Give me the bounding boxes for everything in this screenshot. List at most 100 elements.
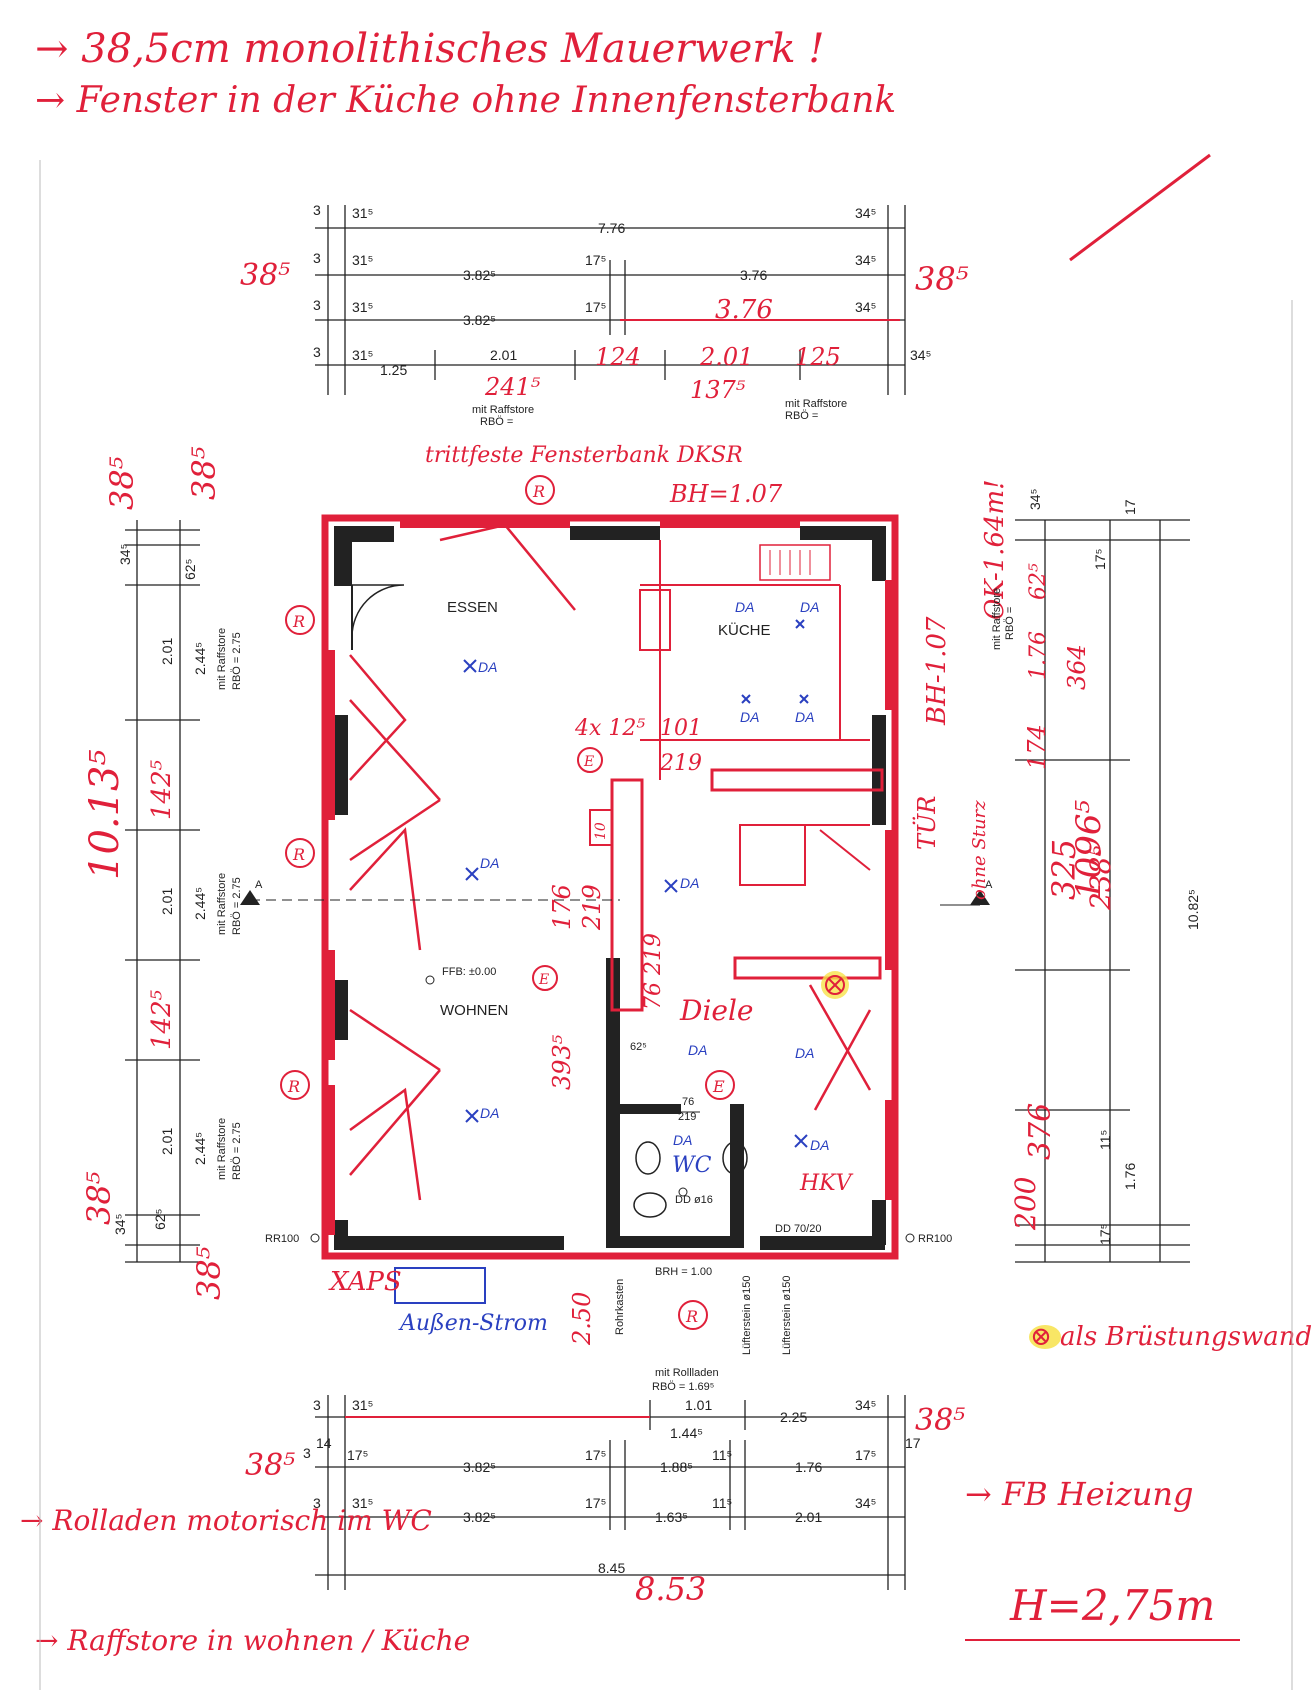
svg-text:R: R	[287, 1077, 300, 1096]
svg-text:176: 176	[548, 884, 576, 930]
right-red-238: 238⁵	[1084, 845, 1117, 911]
svg-text:E: E	[538, 972, 549, 988]
left-total: 10.13⁵	[82, 749, 128, 880]
left-dimension-chains	[125, 520, 200, 1263]
top-dim-1-d: 34⁵	[855, 205, 876, 221]
note-heizung: → FB Heizung	[965, 1475, 1194, 1513]
bottom-dim-2-a: 3	[303, 1445, 311, 1461]
bottom-dim-2-i: 17⁵	[855, 1447, 876, 1463]
right-total: 10.82⁵	[1185, 889, 1201, 930]
right-red-total: 1096⁵	[1069, 799, 1109, 900]
svg-text:E: E	[583, 754, 594, 770]
top-dim-2-d: 17⁵	[585, 252, 606, 268]
left-red-142-b: 142⁵	[147, 989, 177, 1050]
right-red-364: 364	[1063, 644, 1091, 690]
svg-text:R: R	[532, 482, 545, 501]
svg-text:A: A	[255, 879, 263, 891]
left-bot-345: 34⁵	[112, 1214, 128, 1235]
bottom-dim-2-j: 17	[905, 1435, 921, 1451]
da-kueche-2: DA	[800, 599, 819, 615]
top-red-201: 2.01	[699, 343, 753, 371]
bottom-total: 8.45	[598, 1560, 625, 1576]
left-top-625: 62⁵	[182, 559, 198, 580]
bottom-dim-1-a: 3	[313, 1397, 321, 1413]
svg-text:10: 10	[593, 822, 609, 840]
right-raffstore: mit Raffstore	[991, 588, 1003, 650]
bottom-dim-1b: 1.44⁵	[670, 1425, 703, 1441]
top-dim-1-a: 3	[313, 202, 321, 218]
da-wc: DA	[673, 1132, 692, 1148]
bottom-red-250: 2.50	[568, 1292, 596, 1346]
room-kueche: KÜCHE	[718, 621, 771, 639]
room-essen: ESSEN	[447, 599, 498, 616]
raffstore-top-right-2: RBÖ =	[785, 410, 818, 422]
svg-text:38⁵: 38⁵	[185, 446, 223, 500]
left-red-142-a: 142⁵	[147, 759, 177, 820]
rohrkasten: Rohrkasten	[614, 1279, 626, 1335]
top-dim-1-c: 7.76	[598, 220, 625, 236]
top-dim-3-d: 17⁵	[585, 299, 606, 315]
right-rbo: RBÖ =	[1004, 607, 1016, 640]
da-kueche-3: DA	[740, 709, 759, 725]
wc-label: WC	[672, 1153, 712, 1178]
raffstore-top-left-2: RBÖ =	[480, 416, 513, 428]
right-ok: OK-1.64m!	[980, 479, 1010, 620]
bottom-red-38-right: 38⁵	[915, 1403, 965, 1438]
bottom-dim-2-g: 11⁵	[712, 1447, 732, 1463]
left-seg2: 2.01	[159, 888, 175, 915]
hkv-label: HKV	[799, 1171, 854, 1196]
top-red-376: 3.76	[715, 295, 773, 325]
left-bot-625: 62⁵	[152, 1209, 168, 1230]
top-dim-3-b: 31⁵	[352, 299, 373, 315]
note-kitchen-window: → Fenster in der Küche ohne Innenfenster…	[35, 80, 896, 121]
right-d17: 17	[1122, 499, 1138, 515]
top-dimension-chains	[315, 205, 906, 395]
room-diele: Diele	[679, 994, 754, 1027]
svg-text:XAPS: XAPS	[328, 1267, 402, 1297]
svg-text:R: R	[292, 845, 305, 864]
kitchen-window-note: trittfeste Fensterbank DKSR	[425, 443, 743, 468]
left-raffstore-2: mit Raffstore	[216, 873, 228, 935]
top-dim-3-f: 34⁵	[855, 299, 876, 315]
dd70-label: DD 70/20	[775, 1223, 821, 1235]
note-hoehe: H=2,75m	[1009, 1581, 1215, 1630]
left-rbo-1: RBÖ = 2.75	[231, 632, 243, 690]
top-red-125: 125	[795, 343, 841, 371]
svg-text:393⁵: 393⁵	[548, 1034, 576, 1090]
right-red-200: 200	[1009, 1177, 1042, 1231]
left-seg3b: 2.44⁵	[192, 1132, 208, 1165]
svg-text:R: R	[292, 612, 305, 631]
bottom-dim-3-f: 11⁵	[712, 1495, 732, 1511]
bottom-dim-2-h: 1.76	[795, 1459, 822, 1475]
bottom-dim-1-d: 2.25	[780, 1409, 807, 1425]
bottom-dim-3-d: 17⁵	[585, 1495, 606, 1511]
ffb-level: FFB: ±0.00	[442, 966, 496, 978]
top-dim-4-c: 1.25	[380, 362, 407, 378]
left-raffstore-3: mit Raffstore	[216, 1118, 228, 1180]
da-kueche-4: DA	[795, 709, 814, 725]
right-d115: 11⁵	[1097, 1130, 1113, 1150]
dd16-label: DD ø16	[675, 1194, 713, 1206]
ceiling-light-markers: DA DA DA DA DA DA DA DA DA DA DA DA	[463, 599, 829, 1153]
right-red-176: 1.76	[1026, 631, 1051, 680]
bottom-dim-3-g: 2.01	[795, 1509, 822, 1525]
note-masonry: → 38,5cm monolithisches Mauerwerk !	[35, 26, 824, 72]
bottom-dim-2-c: 17⁵	[347, 1447, 368, 1463]
da-wohnen-1: DA	[480, 855, 499, 871]
top-dim-2-a: 3	[313, 250, 321, 266]
bottom-dim-3-b: 31⁵	[352, 1495, 373, 1511]
bottom-dim-2-e: 17⁵	[585, 1447, 606, 1463]
top-dim-3-a: 3	[313, 297, 321, 313]
luefter-2: Lüfterstein ø150	[781, 1276, 793, 1356]
rr100-right: RR100	[918, 1233, 952, 1245]
svg-text:38⁵: 38⁵	[190, 1246, 228, 1300]
right-bh107: BH-1.07	[922, 616, 952, 726]
left-seg1: 2.01	[159, 638, 175, 665]
right-d175b: 17⁵	[1097, 1224, 1113, 1245]
bottom-dim-3-a: 3	[313, 1495, 321, 1511]
top-dim-4-b: 31⁵	[352, 347, 373, 363]
top-dim-1-b: 31⁵	[352, 205, 373, 221]
svg-text:101: 101	[660, 716, 702, 741]
rr100-left: RR100	[265, 1233, 299, 1245]
top-dim-2-f: 34⁵	[855, 252, 876, 268]
